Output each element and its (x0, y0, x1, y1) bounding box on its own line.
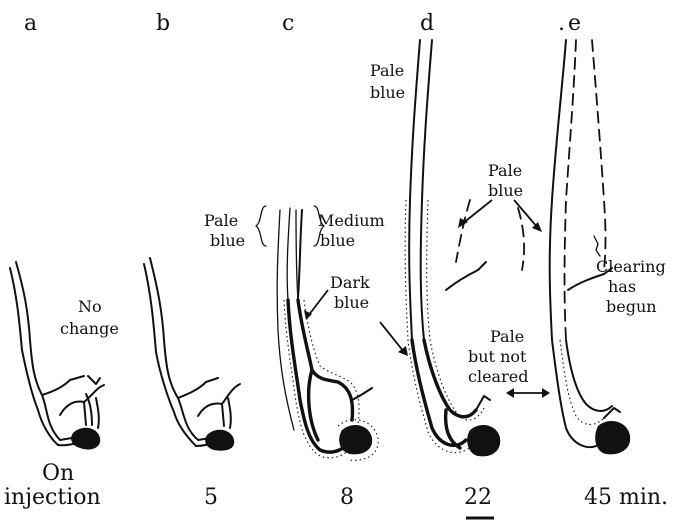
note-c-dark-blue: blue (334, 293, 369, 312)
panel-letter-b: b (156, 11, 170, 36)
brace-left (256, 206, 266, 246)
note-e-has: has (608, 277, 636, 296)
note-d-pale-blue-2: blue (488, 181, 523, 200)
vessel-drawing-d (405, 40, 524, 456)
time-on: On (42, 461, 74, 486)
panel-letter-c: c (282, 11, 294, 36)
vessel-drawing-e (550, 40, 631, 454)
time-5: 5 (204, 485, 218, 510)
vessel-drawing-b (144, 258, 240, 451)
time-22: 22 (464, 485, 492, 510)
note-e-clearing: Clearing (596, 257, 666, 276)
note-no: No (78, 297, 102, 316)
note-e-begun: begun (606, 297, 657, 316)
note-d-pale: Pale (370, 61, 404, 80)
time-injection: injection (4, 485, 101, 510)
note-c-pale: Pale (204, 211, 238, 230)
note-d-cleared: cleared (468, 367, 528, 386)
vessel-drawing-a (10, 262, 104, 450)
panel-letter-d: d (420, 11, 434, 36)
note-c-medium-blue: blue (320, 231, 355, 250)
note-c-dark: Dark (330, 273, 370, 292)
time-8: 8 (340, 485, 354, 510)
note-d-pale-2: Pale (488, 161, 522, 180)
panel-letter-a: a (24, 11, 37, 36)
note-c-medium: Medium (318, 211, 385, 230)
note-change: change (60, 319, 119, 338)
note-d-pale-blue: blue (370, 83, 405, 102)
note-d-pale-3: Pale (490, 327, 524, 346)
panel-e-mark: . (558, 11, 565, 36)
note-d-but-not: but not (468, 347, 527, 366)
arrow-dark-blue-d (380, 322, 404, 352)
time-45-min: 45 min. (584, 485, 668, 510)
arrow-pale-right (514, 200, 538, 228)
arrow-dark-blue-c (308, 290, 328, 316)
panel-letter-e: e (568, 11, 581, 36)
arrow-pale-left (462, 200, 492, 224)
note-c-pale-blue: blue (210, 231, 245, 250)
